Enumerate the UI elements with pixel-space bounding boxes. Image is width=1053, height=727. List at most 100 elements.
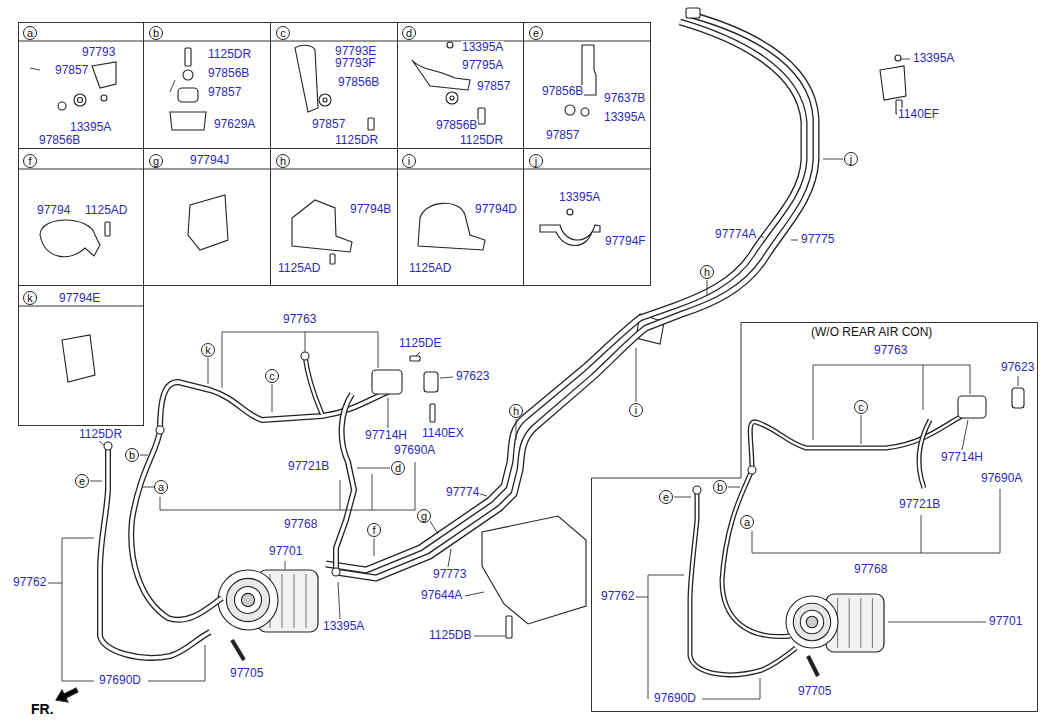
part-number: 97856B bbox=[207, 67, 250, 80]
pipe-outline bbox=[305, 356, 322, 414]
leader-line bbox=[208, 358, 209, 384]
leader-line bbox=[636, 597, 648, 598]
leader-line bbox=[813, 365, 814, 440]
compressor-fin bbox=[872, 598, 873, 648]
callout-number: 97774 bbox=[445, 486, 480, 499]
bolt bbox=[808, 656, 818, 676]
part-outline bbox=[295, 45, 318, 112]
header-line bbox=[18, 41, 650, 42]
pipe-fill bbox=[336, 394, 354, 572]
leader-line bbox=[440, 377, 453, 378]
pulley bbox=[241, 593, 254, 606]
leader-line bbox=[823, 159, 843, 160]
part-number: 13395A bbox=[558, 191, 601, 204]
part-outline bbox=[188, 195, 228, 250]
callout-number: 97690A bbox=[980, 472, 1023, 485]
part-outline bbox=[292, 200, 352, 252]
washer bbox=[156, 426, 164, 434]
callout-letter: j bbox=[844, 152, 858, 166]
callout-number: 13395A bbox=[322, 620, 365, 633]
washer bbox=[104, 442, 112, 450]
leader-line bbox=[962, 420, 968, 450]
leader-line bbox=[791, 240, 798, 241]
callout-number: 97763 bbox=[282, 313, 317, 326]
pulley bbox=[786, 596, 838, 648]
callout-letter: d bbox=[391, 461, 405, 475]
callout-letter: b bbox=[125, 448, 139, 462]
detail-letter: c bbox=[276, 26, 290, 40]
part-number: 97856B bbox=[541, 85, 584, 98]
callout-number: 97768 bbox=[283, 518, 318, 531]
panel-border bbox=[592, 323, 1038, 712]
detail-letter: d bbox=[402, 26, 416, 40]
leader-line bbox=[285, 561, 286, 569]
part-shapes bbox=[40, 45, 906, 702]
pipe-fill bbox=[326, 22, 804, 570]
callout-number: 97690D bbox=[98, 674, 142, 687]
part-outline bbox=[540, 225, 600, 246]
compressor-fin bbox=[306, 574, 307, 628]
washer bbox=[323, 98, 327, 102]
fitting bbox=[478, 108, 485, 124]
part-number: 1125DR bbox=[334, 134, 379, 147]
leader-line bbox=[378, 332, 379, 368]
detail-cell: f977941125AD bbox=[18, 148, 144, 286]
part-outline bbox=[40, 220, 100, 257]
callout-letter: a bbox=[154, 480, 168, 494]
leader-line bbox=[888, 622, 986, 623]
callout-number: 97773 bbox=[432, 568, 467, 581]
leader-line bbox=[813, 365, 970, 366]
leader-line bbox=[474, 636, 505, 637]
washer bbox=[895, 55, 901, 61]
callout-number: 1140EX bbox=[421, 427, 465, 440]
callout-letter: c bbox=[265, 369, 279, 383]
part-outline bbox=[170, 112, 206, 130]
fitting bbox=[105, 222, 110, 236]
leader-line bbox=[648, 575, 684, 576]
callout-number: 97762 bbox=[600, 590, 635, 603]
part-number: 97794E bbox=[58, 292, 101, 305]
part-number: 97857 bbox=[476, 80, 511, 93]
fitting bbox=[1012, 388, 1024, 408]
part-outline bbox=[92, 62, 116, 88]
part-outline bbox=[62, 335, 95, 382]
callout-number: 97623 bbox=[455, 370, 490, 383]
callout-letter: h bbox=[509, 404, 523, 418]
callout-letter: h bbox=[700, 265, 714, 279]
part-number: 97857 bbox=[54, 64, 89, 77]
detail-letter: g bbox=[149, 154, 163, 168]
pipe-fill bbox=[919, 420, 930, 488]
leader-lines bbox=[30, 59, 1018, 699]
part-number: 97793F bbox=[334, 57, 377, 70]
pipe-outline bbox=[722, 416, 962, 637]
pulley bbox=[218, 570, 278, 630]
callout-number: 97644A bbox=[420, 589, 463, 602]
pipe-outline bbox=[131, 382, 388, 620]
leader-line bbox=[761, 236, 764, 238]
pipe-outline bbox=[690, 490, 796, 675]
leader-line bbox=[272, 384, 273, 412]
callout-letter: a bbox=[740, 515, 754, 529]
pipe-outline bbox=[336, 394, 354, 572]
leader-line bbox=[305, 332, 306, 352]
part-number: 97794F bbox=[604, 235, 647, 248]
compressor bbox=[218, 570, 884, 652]
fitting bbox=[368, 118, 374, 130]
part-number: 97794 bbox=[36, 204, 71, 217]
pipe-outline bbox=[326, 22, 804, 570]
callout-number: 97763 bbox=[873, 344, 908, 357]
detail-cell: g97794J bbox=[143, 148, 271, 286]
washer bbox=[447, 42, 453, 48]
leader-line bbox=[516, 419, 517, 440]
leader-line bbox=[752, 553, 1000, 554]
callout-letter: f bbox=[367, 523, 381, 537]
fitting bbox=[410, 356, 420, 361]
leader-line bbox=[338, 582, 340, 619]
part-number: 1125DR bbox=[459, 134, 504, 147]
callout-number: 97623 bbox=[1000, 361, 1035, 374]
bolt bbox=[232, 640, 244, 660]
washer bbox=[301, 352, 309, 360]
part-outline bbox=[482, 516, 586, 624]
view-title: (W/O REAR AIR CON) bbox=[810, 326, 933, 339]
bolts bbox=[232, 640, 818, 676]
